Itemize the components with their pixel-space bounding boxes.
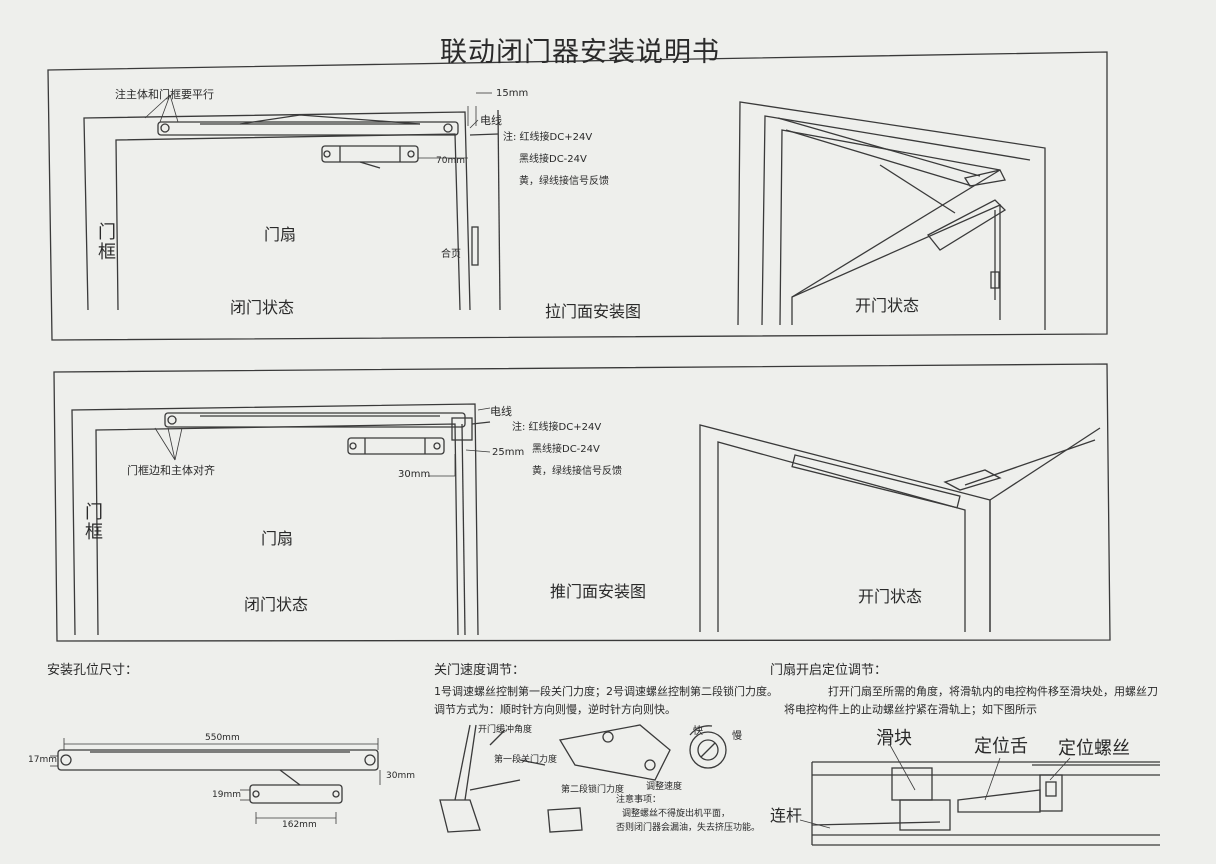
hole-diagram — [57, 749, 379, 804]
push-note-red: 注: 红线接DC+24V — [512, 422, 602, 433]
pull-closer-arm — [157, 114, 459, 136]
speed-line-2: 调节方式为：顺时针方向则慢，逆时针方向则快。 — [434, 703, 676, 716]
holes-dim-17: 17mm — [28, 755, 57, 765]
position-paragraph: 打开门扇至所需的角度，将滑轨内的电控构件移至滑块处，用螺丝刀将电控构件上的止动螺… — [784, 685, 1158, 716]
position-pointers — [799, 744, 1071, 829]
pull-note-yellow: 黄，绿线接信号反馈 — [519, 176, 609, 187]
speed-caution-2: 否则闭门器会漏油，失去挤压功能。 — [616, 823, 761, 833]
push-note-black: 黑线接DC-24V — [532, 444, 600, 455]
position-link-label: 连杆 — [770, 806, 803, 825]
push-leaf-label: 门扇 — [261, 529, 294, 548]
holes-dim-19: 19mm — [212, 790, 241, 800]
position-screw-label: 定位螺丝 — [1058, 738, 1130, 759]
speed-caution-1: 调整螺丝不得旋出机平面， — [622, 809, 731, 819]
pull-note-red: 注: 红线接DC+24V — [503, 132, 593, 143]
pull-diagram-title: 拉门面安装图 — [545, 302, 642, 321]
push-frame-label: 门框 — [82, 502, 103, 542]
pull-closer-body — [321, 145, 419, 169]
pull-hinge — [471, 226, 479, 266]
position-diagram — [811, 761, 1160, 846]
push-closer-body — [347, 437, 445, 455]
push-panel-border — [53, 363, 1111, 642]
hole-dimension-lines — [50, 738, 381, 824]
position-slider-label: 滑块 — [876, 728, 912, 749]
speed-angle-label: 开门缓冲角度 — [478, 725, 533, 735]
push-dim-30: 30mm — [398, 469, 431, 480]
push-dimension-lines — [154, 407, 491, 477]
push-diagram-title: 推门面安装图 — [550, 582, 647, 601]
speed-slow-label: 慢 — [732, 731, 742, 742]
pull-frame-label: 门框 — [95, 222, 116, 262]
push-open-door — [699, 424, 1101, 632]
push-closed-state: 闭门状态 — [244, 595, 309, 614]
position-tongue-label: 定位舌 — [974, 736, 1028, 757]
holes-dim-550: 550mm — [205, 733, 240, 743]
pull-closed-state: 闭门状态 — [230, 298, 295, 317]
push-dim-25: 25mm — [492, 447, 525, 458]
pull-open-state: 开门状态 — [855, 296, 920, 315]
push-align-note: 门框边和主体对齐 — [127, 464, 215, 477]
push-note-yellow: 黄，绿线接信号反馈 — [532, 466, 622, 477]
holes-dim-30: 30mm — [386, 771, 415, 781]
pull-note-parallel: 注主体和门框要平行 — [115, 88, 214, 101]
position-heading: 门扇开启定位调节： — [770, 663, 888, 678]
pull-dimension-lines — [144, 92, 492, 159]
speed-fast-label: 快 — [693, 726, 703, 737]
pull-door-frame — [83, 109, 501, 311]
speed-stage2-label: 第二段锁门力度 — [561, 785, 625, 795]
speed-stage1-label: 第一段关门力度 — [494, 755, 558, 765]
push-closer-arm — [164, 412, 491, 441]
holes-heading: 安装孔位尺寸： — [47, 663, 139, 678]
pull-dim-15: 15mm — [496, 88, 529, 99]
speed-caution-title: 注意事项： — [616, 795, 662, 805]
push-wire-label: 电线 — [490, 405, 512, 418]
holes-dim-162: 162mm — [282, 820, 317, 830]
speed-heading: 关门速度调节： — [434, 663, 526, 678]
pull-hinge-label: 合页 — [441, 249, 461, 260]
pull-wire-label: 电线 — [480, 114, 502, 127]
pull-note-black: 黑线接DC-24V — [519, 154, 587, 165]
pull-leaf-label: 门扇 — [264, 225, 297, 244]
speed-line-1: 1号调速螺丝控制第一段关门力度；2号调速螺丝控制第二段锁门力度。 — [434, 685, 778, 698]
pull-open-door — [737, 101, 1046, 330]
push-open-state: 开门状态 — [858, 587, 923, 606]
speed-adjust-label: 调整速度 — [646, 782, 683, 792]
document-title: 联动闭门器安装说明书 — [440, 37, 720, 68]
pull-panel-border — [47, 51, 1108, 341]
speed-diagram — [439, 724, 727, 833]
pull-dim-70: 70mm — [436, 156, 465, 166]
